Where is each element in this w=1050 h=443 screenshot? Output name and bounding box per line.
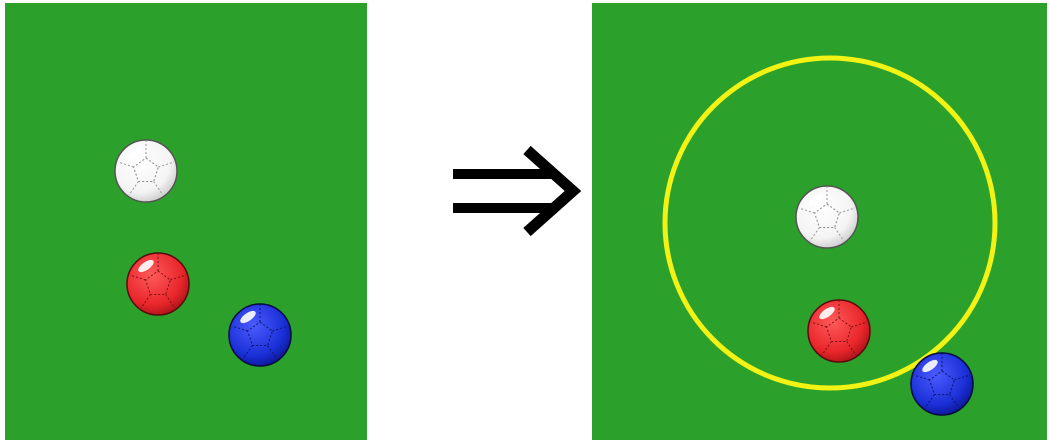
implies-arrow-icon — [445, 140, 585, 250]
blue-ball — [911, 353, 973, 415]
before-panel — [5, 3, 367, 440]
transition-arrow — [445, 140, 585, 250]
after-panel — [592, 3, 1047, 440]
white-ball — [796, 186, 858, 248]
red-ball — [808, 300, 870, 362]
white-ball — [115, 140, 177, 202]
field-background — [5, 3, 367, 440]
red-ball — [127, 253, 189, 315]
after-field — [592, 3, 1047, 440]
blue-ball — [229, 304, 291, 366]
before-field — [5, 3, 367, 440]
